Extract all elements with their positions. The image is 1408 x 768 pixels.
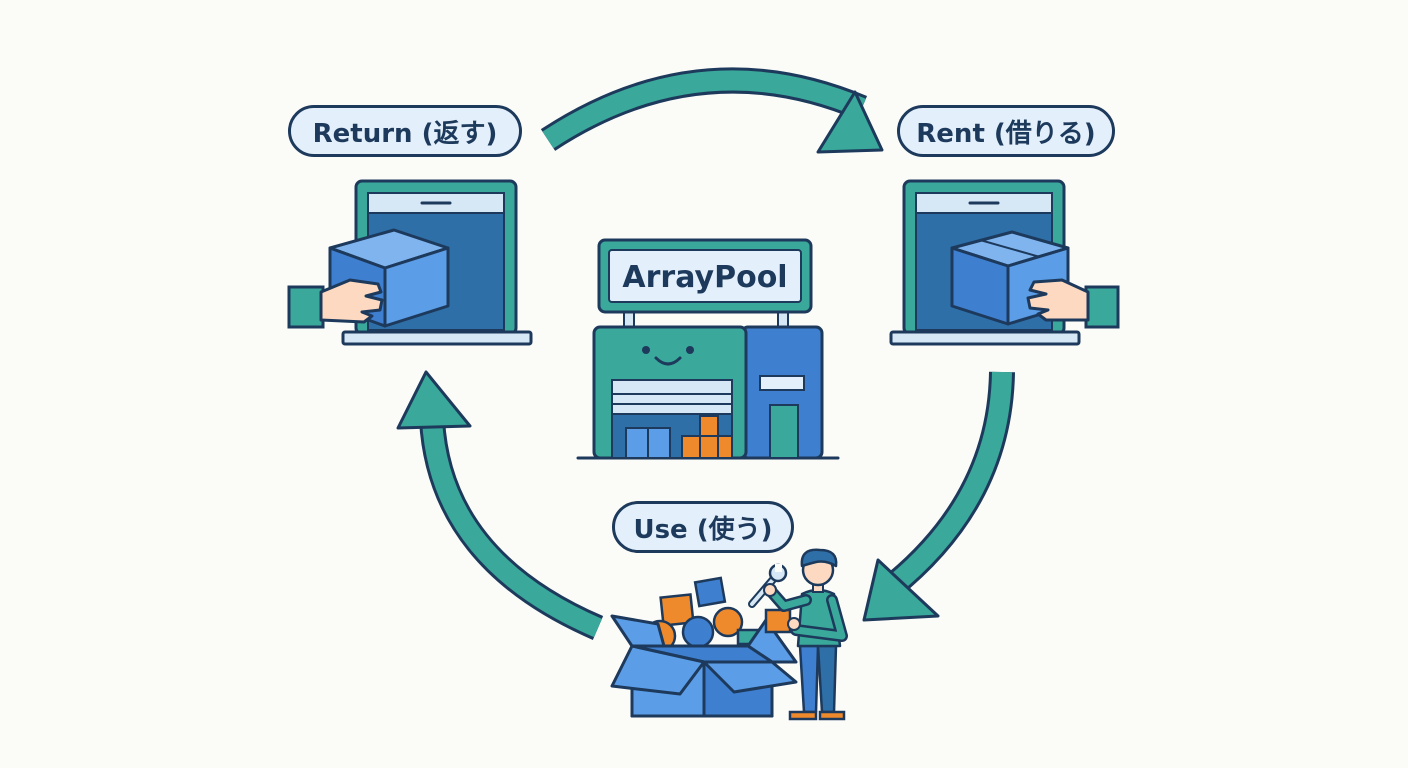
- person-using-tools-icon: [748, 548, 848, 721]
- use-label: Use (使う): [612, 501, 794, 553]
- rent-label: Rent (借りる): [897, 105, 1115, 157]
- arrow-use-to-return: [396, 370, 604, 640]
- arrow-rent-to-use: [862, 371, 1015, 622]
- arraypool-building: ArrayPool: [576, 238, 840, 460]
- arrow-return-to-rent: [540, 67, 884, 154]
- return-label: Return (返す): [288, 105, 522, 157]
- arraypool-sign-text: ArrayPool: [622, 260, 787, 295]
- hand-rent-icon: [1026, 278, 1120, 329]
- hand-return-icon: [287, 278, 384, 329]
- open-box-with-items: [610, 576, 798, 718]
